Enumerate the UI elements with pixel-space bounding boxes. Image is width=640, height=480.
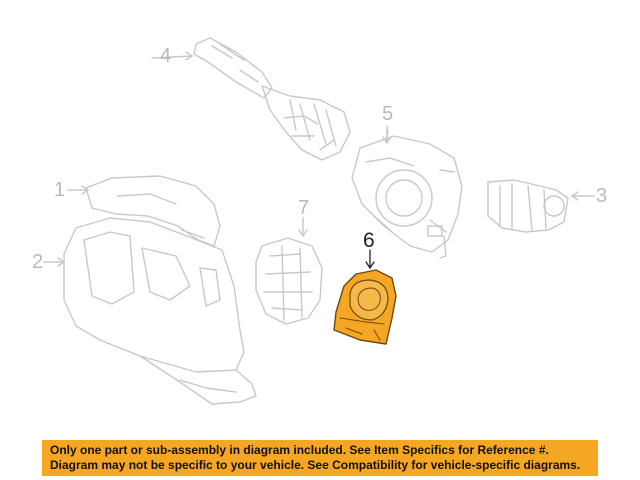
part-1-upper-column-cover[interactable]	[67, 175, 221, 247]
disclaimer-line-1: Only one part or sub-assembly in diagram…	[50, 443, 549, 457]
callout-label-6: 6	[363, 229, 375, 252]
exploded-parts-diagram	[43, 37, 595, 405]
part-4-combination-switch-stalk[interactable]	[151, 37, 351, 161]
callout-label-2: 2	[32, 251, 44, 273]
callout-label-4: 4	[160, 45, 172, 67]
part-6-clock-spring-highlighted[interactable]	[333, 249, 397, 345]
disclaimer-banner: Only one part or sub-assembly in diagram…	[42, 440, 598, 476]
disclaimer-line-2: Diagram may not be specific to your vehi…	[50, 458, 581, 472]
part-7-control-module[interactable]	[255, 217, 323, 325]
part-3-right-switch[interactable]	[487, 179, 595, 233]
callout-label-7: 7	[298, 197, 310, 219]
callout-label-3: 3	[596, 185, 608, 207]
part-2-lower-column-cover[interactable]	[43, 217, 257, 405]
callout-label-5: 5	[382, 103, 394, 125]
callout-label-1: 1	[54, 179, 66, 201]
part-5-switch-housing[interactable]	[351, 125, 463, 259]
